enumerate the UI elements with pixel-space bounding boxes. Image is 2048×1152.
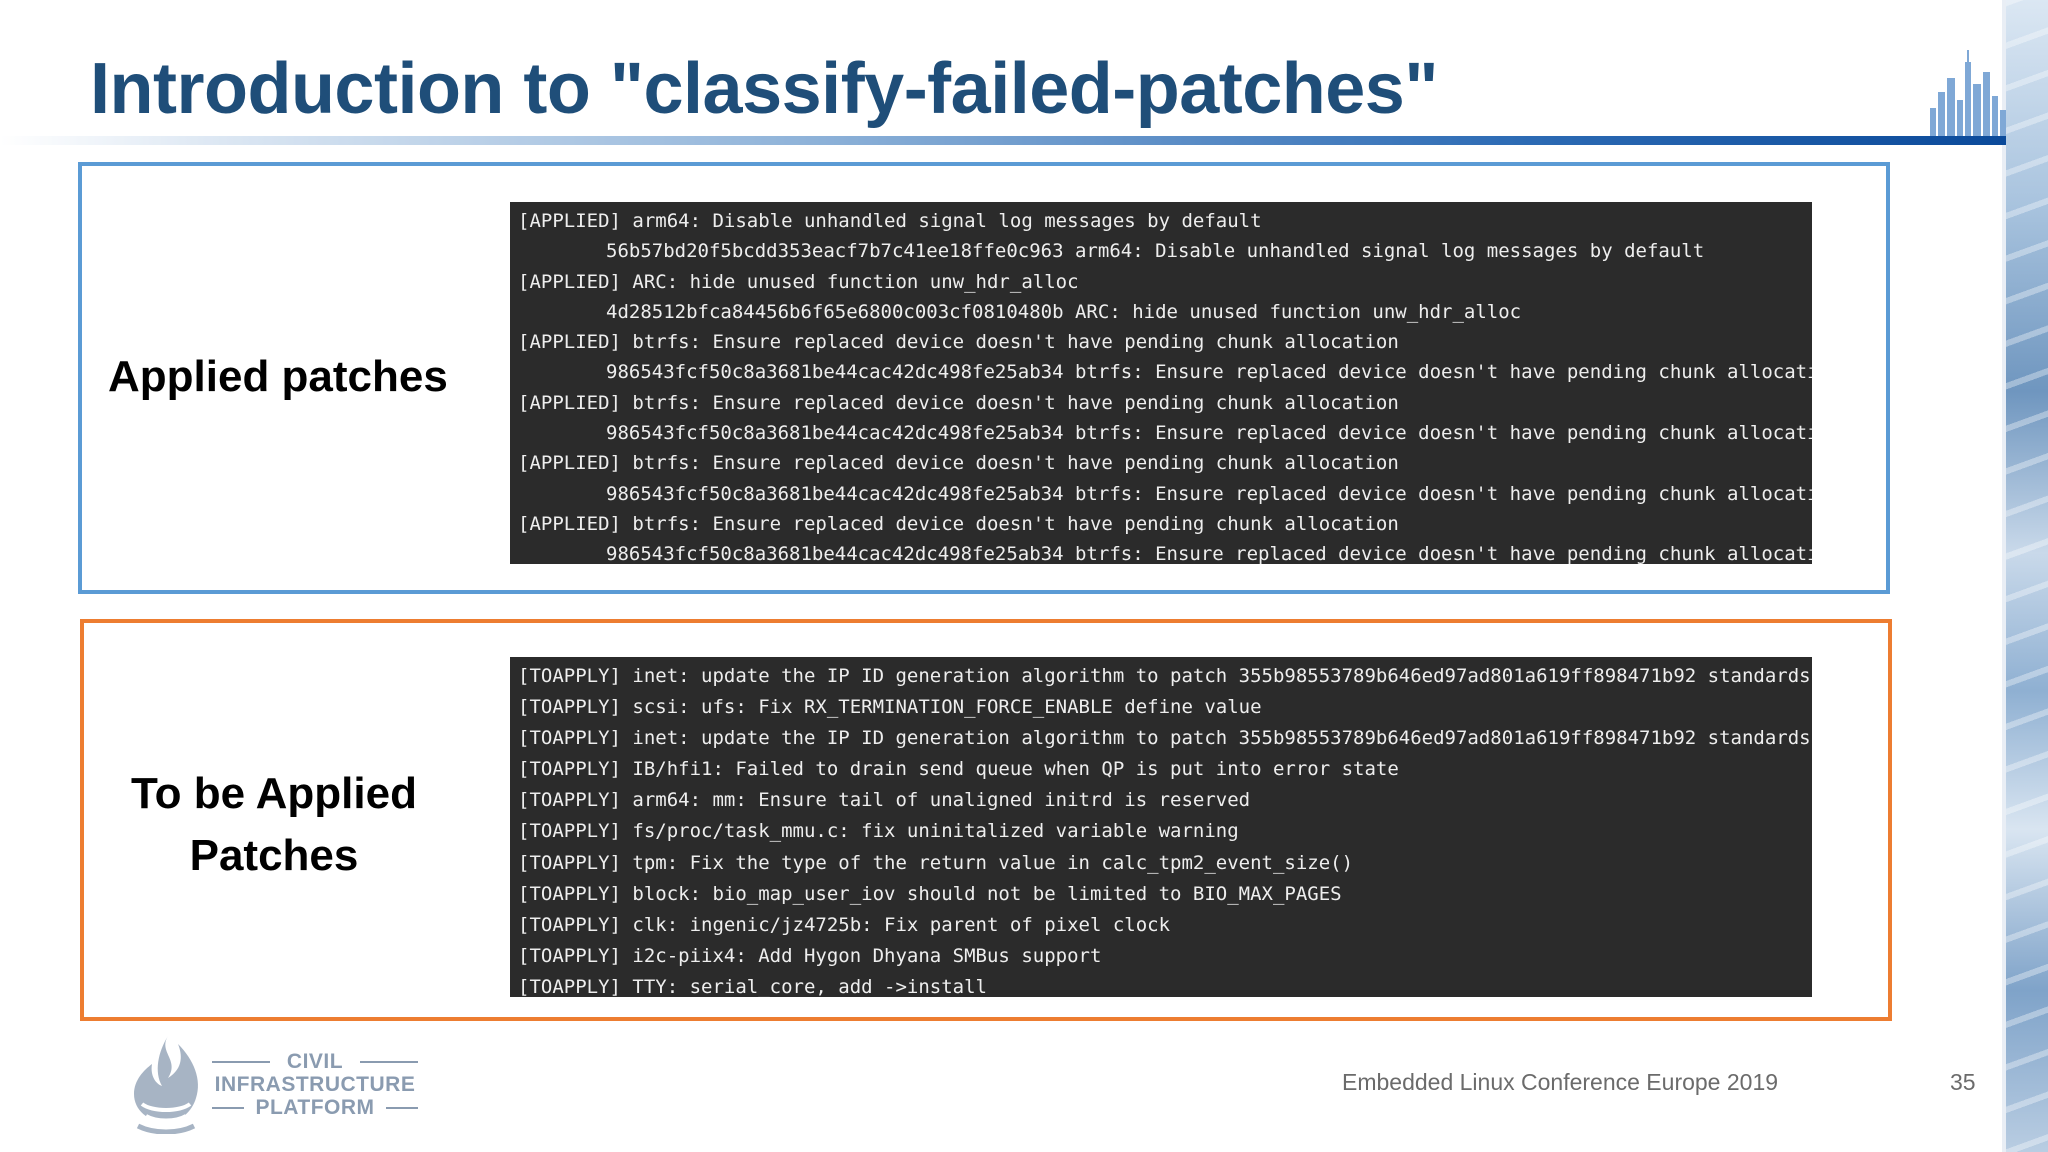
- terminal-line: [TOAPPLY] fs/proc/task_mmu.c: fix uninit…: [518, 820, 1239, 843]
- terminal-line: [APPLIED] btrfs: Ensure replaced device …: [518, 452, 1399, 475]
- applied-terminal-output: [APPLIED] arm64: Disable unhandled signa…: [510, 202, 1812, 564]
- to-apply-patches-label: To be Applied Patches: [124, 763, 424, 887]
- terminal-line: [APPLIED] ARC: hide unused function unw_…: [518, 270, 1079, 293]
- conference-footer: Embedded Linux Conference Europe 2019: [1342, 1069, 1779, 1095]
- to-apply-patches-box: To be Applied Patches [TOAPPLY] inet: up…: [80, 619, 1892, 1021]
- terminal-line: [TOAPPLY] inet: update the IP ID generat…: [518, 665, 1812, 687]
- side-edge: [2002, 0, 2006, 1152]
- terminal-line: [APPLIED] arm64: Disable unhandled signa…: [518, 210, 1262, 232]
- terminal-line: 986543fcf50c8a3681be44cac42dc498fe25ab34…: [606, 482, 1812, 505]
- terminal-line: [TOAPPLY] scsi: ufs: Fix RX_TERMINATION_…: [518, 696, 1262, 719]
- terminal-line: [APPLIED] btrfs: Ensure replaced device …: [518, 391, 1399, 414]
- terminal-line: [APPLIED] btrfs: Ensure replaced device …: [518, 512, 1399, 535]
- city-skyline-icon: [1930, 50, 2006, 140]
- to-apply-terminal-output: [TOAPPLY] inet: update the IP ID generat…: [510, 657, 1812, 997]
- terminal-line: 56b57bd20f5bcdd353eacf7b7c41ee18ffe0c963…: [606, 240, 1705, 263]
- applied-patches-label: Applied patches: [108, 352, 448, 401]
- logo-text: CIVIL INFRASTRUCTURE PLATFORM: [212, 1050, 418, 1119]
- flame-logo-icon: [134, 1036, 198, 1134]
- terminal-line: 986543fcf50c8a3681be44cac42dc498fe25ab34…: [606, 422, 1812, 445]
- terminal-line: [TOAPPLY] TTY: serial_core, add ->instal…: [518, 975, 987, 997]
- applied-patches-box: Applied patches [APPLIED] arm64: Disable…: [78, 162, 1890, 594]
- civil-infrastructure-platform-logo: CIVIL INFRASTRUCTURE PLATFORM: [128, 1034, 418, 1134]
- terminal-line: 4d28512bfca84456b6f65e6800c003cf0810480b…: [606, 300, 1522, 323]
- terminal-line: [TOAPPLY] i2c-piix4: Add Hygon Dhyana SM…: [518, 944, 1102, 967]
- logo-text-line: PLATFORM: [212, 1096, 418, 1119]
- page-number: 35: [1950, 1069, 1976, 1095]
- to-apply-label-line: Patches: [189, 831, 359, 880]
- terminal-line: 986543fcf50c8a3681be44cac42dc498fe25ab34…: [606, 543, 1812, 564]
- terminal-line: [TOAPPLY] block: bio_map_user_iov should…: [518, 882, 1342, 905]
- decorative-side-strip: [2006, 0, 2048, 1152]
- header-rule: [0, 136, 2006, 145]
- terminal-line: [TOAPPLY] IB/hfi1: Failed to drain send …: [518, 758, 1399, 781]
- terminal-line: [APPLIED] btrfs: Ensure replaced device …: [518, 331, 1399, 354]
- slide-title: Introduction to "classify-failed-patches…: [90, 49, 1438, 129]
- terminal-line: 986543fcf50c8a3681be44cac42dc498fe25ab34…: [606, 361, 1812, 384]
- to-apply-label-line: To be Applied: [131, 769, 417, 818]
- terminal-line: [TOAPPLY] clk: ingenic/jz4725b: Fix pare…: [518, 913, 1171, 936]
- logo-text-line: CIVIL: [212, 1050, 418, 1073]
- terminal-line: [TOAPPLY] arm64: mm: Ensure tail of unal…: [518, 789, 1251, 812]
- logo-text-line: INFRASTRUCTURE: [214, 1073, 416, 1096]
- terminal-line: [TOAPPLY] inet: update the IP ID generat…: [518, 727, 1812, 750]
- terminal-line: [TOAPPLY] tpm: Fix the type of the retur…: [518, 851, 1354, 874]
